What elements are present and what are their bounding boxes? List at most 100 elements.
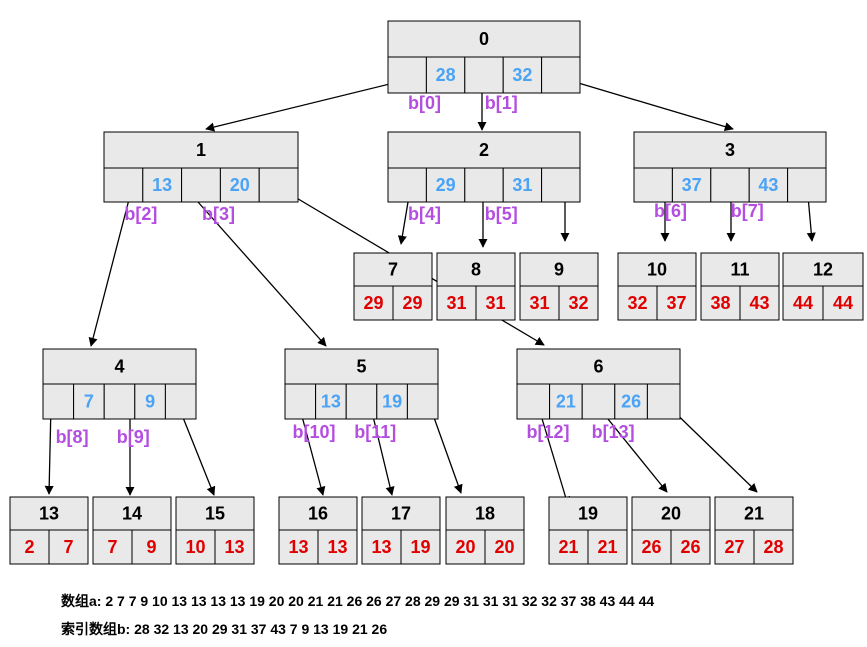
leaf-value: 9: [146, 537, 156, 557]
pointer-cell: [633, 167, 673, 203]
key-value: 13: [152, 175, 172, 195]
node-id-label: 3: [725, 140, 735, 160]
leaf-value: 44: [793, 293, 813, 313]
leaf-value: 13: [327, 537, 347, 557]
leaf-value: 44: [833, 293, 853, 313]
node-id-label: 1: [196, 140, 206, 160]
pointer-cell: [406, 383, 439, 420]
key-value: 13: [321, 392, 341, 412]
leaf-value: 7: [107, 537, 117, 557]
value-cell: [631, 529, 672, 565]
key-value: 9: [145, 392, 155, 412]
node-header: [42, 348, 197, 385]
index-b-label: b[6]: [654, 201, 687, 221]
pointer-cell: [387, 56, 427, 94]
tree-edge-arrow: [205, 78, 411, 132]
pointer-cell: [541, 167, 581, 203]
index-b-label: b[7]: [731, 201, 764, 221]
node-header: [782, 252, 864, 287]
leaf-value: 13: [288, 537, 308, 557]
value-cell: [436, 285, 477, 321]
node-header: [9, 496, 89, 531]
value-cell: [822, 285, 864, 321]
leaf-value: 19: [410, 537, 430, 557]
leaf-value: 2: [24, 537, 34, 557]
key-cell: [425, 167, 466, 203]
node-header: [633, 131, 827, 169]
index-b-label: b[8]: [56, 427, 89, 447]
array-b-text: 索引数组b: 28 32 13 20 29 31 37 43 7 9 13 19…: [61, 621, 388, 637]
value-cell: [484, 529, 525, 565]
internal-node-5: 5 13 b[10] 19 b[11]: [284, 348, 439, 442]
pointer-cell: [646, 383, 681, 420]
pointer-cell: [516, 383, 551, 420]
node-id-label: 18: [475, 504, 495, 524]
tree-edge-arrow: [177, 404, 216, 496]
leaf-value: 29: [363, 293, 383, 313]
key-cell: [315, 383, 347, 420]
pointer-cell: [541, 56, 581, 94]
value-cell: [92, 529, 133, 565]
tree-edge-arrow: [574, 81, 734, 132]
internal-node-4: 47b[8]9b[9]: [42, 348, 197, 447]
pointer-cell: [164, 383, 197, 420]
leaf-value: 21: [597, 537, 617, 557]
pointer-cell: [103, 167, 144, 203]
pointer-cell: [284, 383, 317, 420]
node-header: [92, 496, 172, 531]
key-value: 21: [556, 392, 576, 412]
leaf-value: 26: [641, 537, 661, 557]
key-value: 32: [512, 65, 532, 85]
pointer-cell: [42, 383, 75, 420]
pointer-cell: [787, 167, 827, 203]
leaf-value: 7: [63, 537, 73, 557]
pointer-cell: [464, 56, 504, 94]
key-value: 19: [382, 392, 402, 412]
value-cell: [131, 529, 172, 565]
value-cell: [558, 285, 599, 321]
node-id-label: 16: [308, 504, 328, 524]
leaf-value: 31: [529, 293, 549, 313]
node-header: [617, 252, 697, 287]
node-id-label: 21: [744, 504, 764, 524]
index-b-label: b[12]: [526, 422, 569, 442]
pointer-cell: [345, 383, 378, 420]
node-header: [387, 20, 581, 58]
key-value: 29: [436, 175, 456, 195]
value-cell: [714, 529, 755, 565]
node-id-label: 10: [647, 260, 667, 280]
node-id-label: 11: [730, 260, 749, 280]
array-a-text: 数组a: 2 7 7 9 10 13 13 13 13 19 20 20 21 …: [61, 593, 655, 609]
node-id-label: 12: [813, 260, 833, 280]
key-cell: [134, 383, 166, 420]
value-cell: [753, 529, 794, 565]
leaf-value: 13: [224, 537, 244, 557]
leaf-value: 32: [627, 293, 647, 313]
index-b-label: b[11]: [354, 422, 396, 442]
value-cell: [656, 285, 697, 321]
node-id-label: 20: [661, 504, 681, 524]
node-header: [516, 348, 681, 385]
node-header: [631, 496, 711, 531]
node-header: [714, 496, 794, 531]
node-id-label: 5: [356, 357, 366, 377]
key-value: 37: [682, 175, 702, 195]
leaf-value: 10: [185, 537, 205, 557]
tree-edge-arrow: [806, 195, 816, 242]
pointer-cell: [581, 383, 616, 420]
key-value: 26: [621, 392, 641, 412]
node-id-label: 4: [114, 357, 124, 377]
index-b-label: b[10]: [293, 422, 336, 442]
node-id-label: 17: [391, 504, 411, 524]
key-cell: [748, 167, 789, 203]
